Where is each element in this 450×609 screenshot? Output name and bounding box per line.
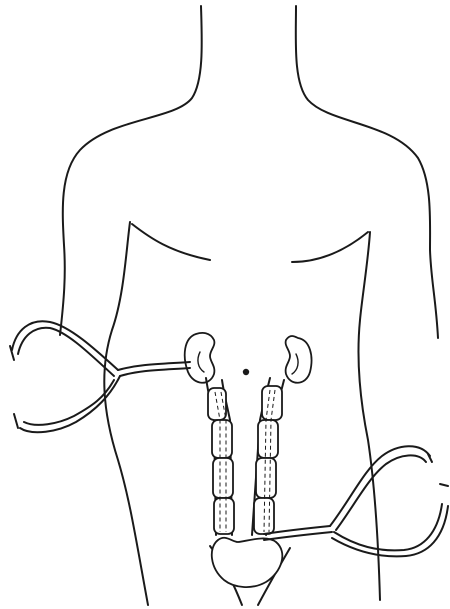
left-flank-line [104,222,148,605]
left-chest-line [132,224,210,260]
right-kidney [286,336,312,383]
torso-outline [60,6,438,605]
right-shoulder-line [296,6,438,338]
left-kidney [185,333,215,383]
left-ureter-stent [206,378,234,535]
right-chest-line [292,232,368,262]
right-stethoscope-tubing [264,446,448,556]
left-stethoscope-tubing [10,321,190,432]
umbilicus-dot [243,369,249,375]
left-shoulder-line [60,6,202,335]
right-ureter-stent [252,378,284,535]
